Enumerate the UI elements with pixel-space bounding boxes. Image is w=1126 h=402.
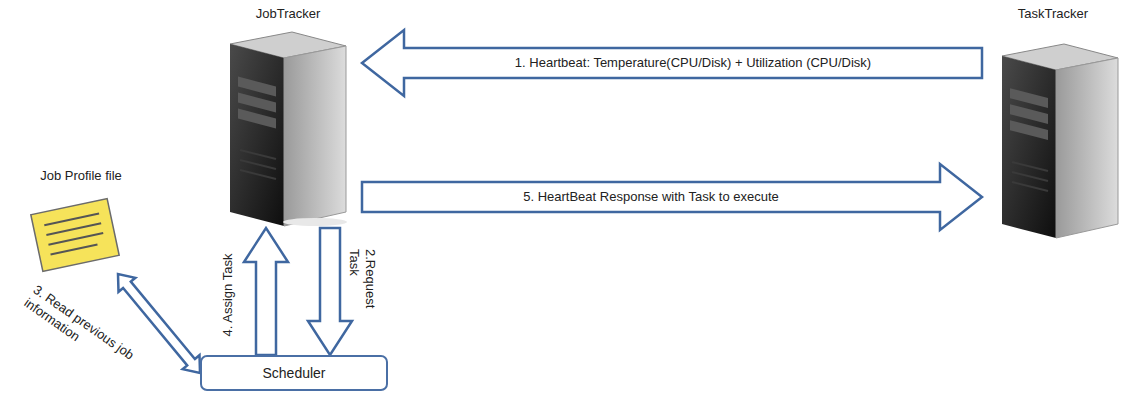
node-heading: JobTracker xyxy=(214,6,362,22)
block-arrow xyxy=(362,164,982,230)
file-node: Job Profile file xyxy=(2,168,160,274)
block-arrow xyxy=(244,228,288,355)
block-arrow xyxy=(362,30,982,96)
arrow-label: 5. HeartBeat Response with Task to execu… xyxy=(523,189,779,205)
process-box: Scheduler xyxy=(200,355,388,391)
server-node: TaskTracker xyxy=(982,6,1124,240)
arrow-label: 2.Request Task xyxy=(346,249,378,319)
arrow-label: 3. Read previous job information xyxy=(21,282,139,378)
box-label: Scheduler xyxy=(262,365,325,381)
note-icon xyxy=(31,199,119,272)
node-heading: Job Profile file xyxy=(2,168,160,184)
node-heading: TaskTracker xyxy=(982,6,1124,22)
arrow-label: 1. Heartbeat: Temperature(CPU/Disk) + Ut… xyxy=(515,55,871,71)
server-illustration xyxy=(230,32,347,226)
server-node: JobTracker xyxy=(214,6,362,228)
arrow-label: 4. Assign Task xyxy=(220,254,236,337)
server-illustration xyxy=(1002,44,1118,238)
